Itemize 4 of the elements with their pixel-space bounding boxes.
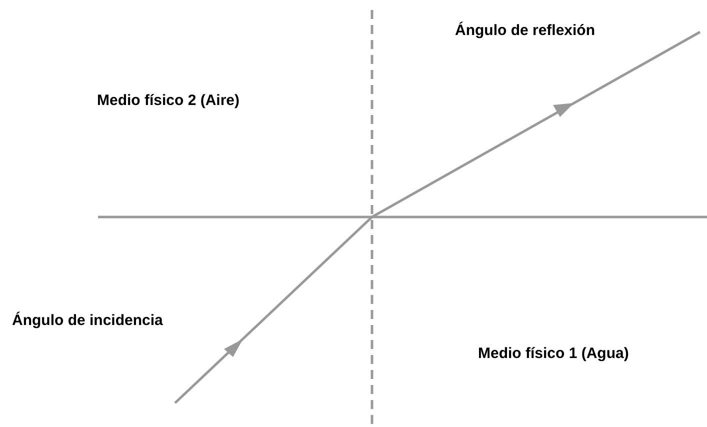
- region-label: Ángulo de reflexión: [455, 22, 596, 40]
- region-label: Ángulo de incidencia: [12, 312, 163, 330]
- region-label: Medio físico 1 (Agua): [478, 345, 629, 363]
- region-label: Medio físico 2 (Aire): [97, 92, 240, 110]
